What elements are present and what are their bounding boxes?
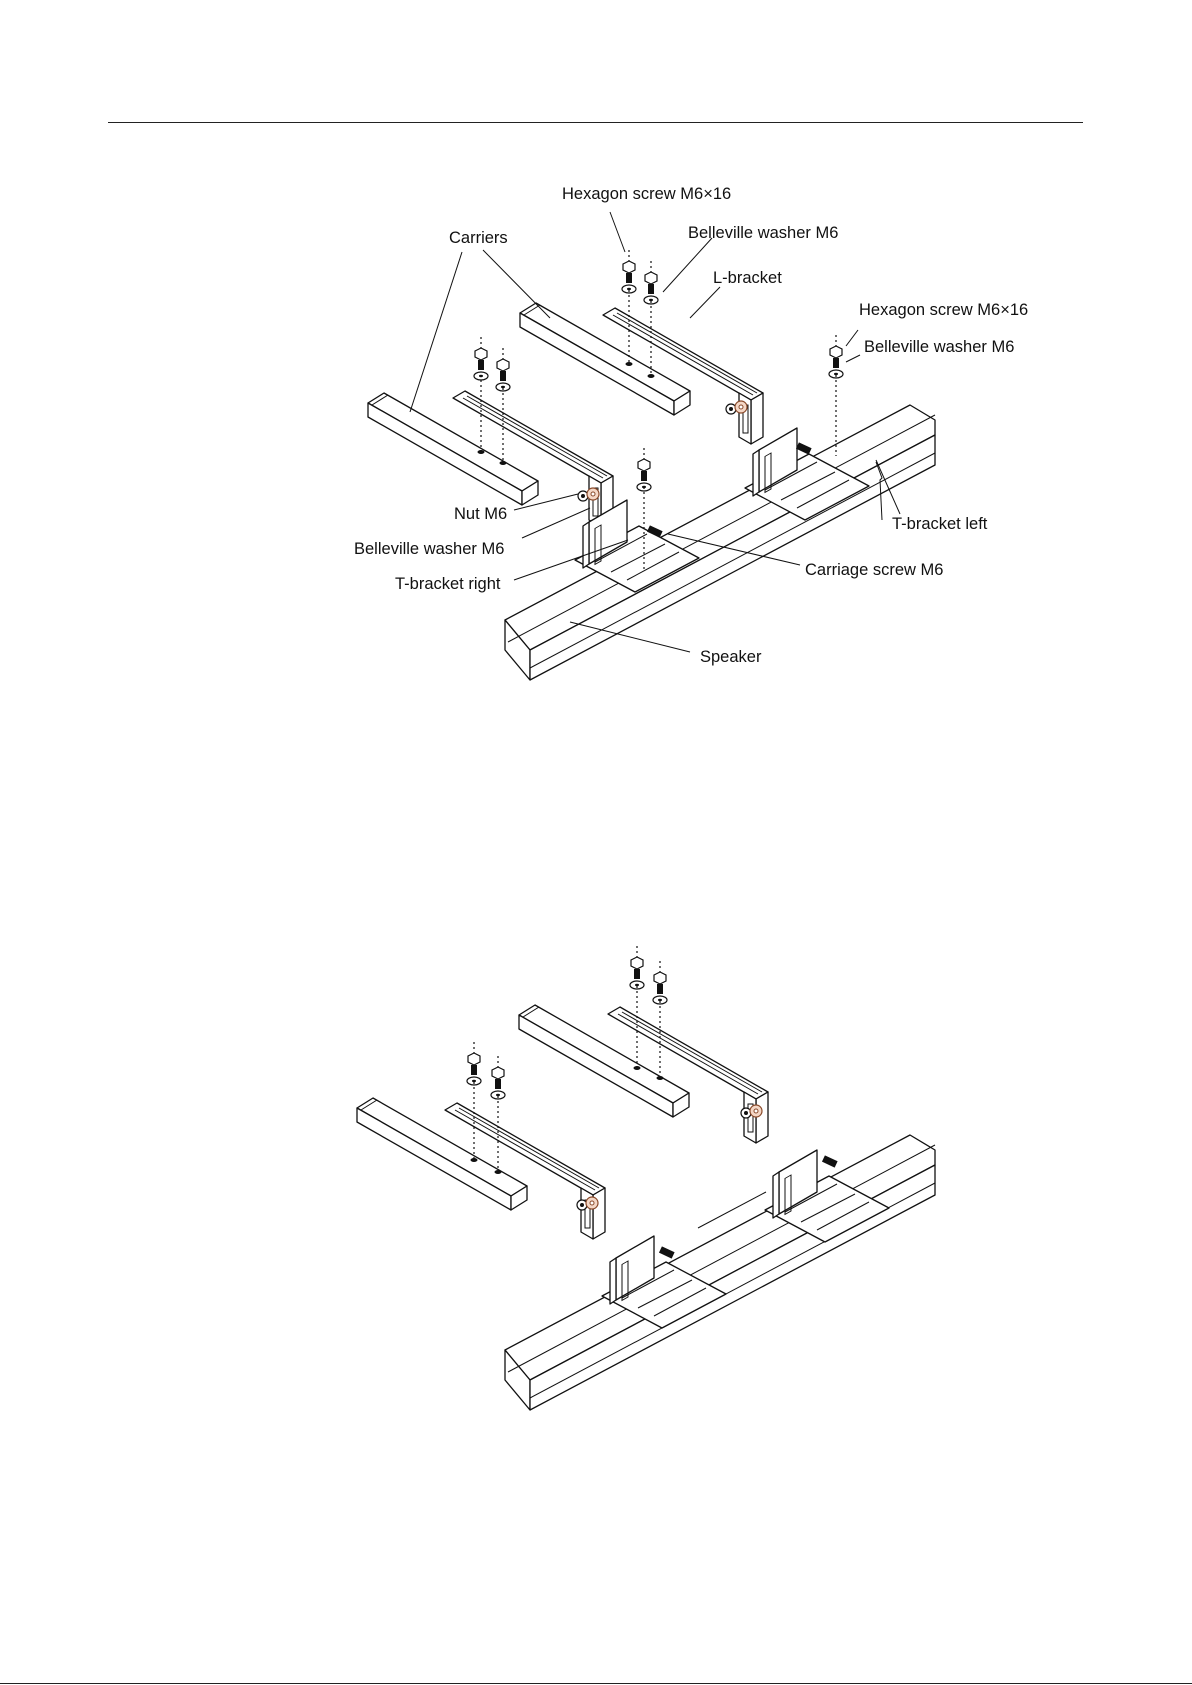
footer-rule (0, 1683, 1192, 1684)
label-l-bracket: L-bracket (713, 269, 782, 287)
carrier-right (520, 303, 690, 415)
label-washer-top: Belleville washer M6 (688, 224, 838, 242)
label-carriers: Carriers (449, 229, 508, 247)
carrier-right-assembled (519, 1005, 689, 1117)
carrier-left-assembled (357, 1098, 527, 1210)
carrier-left (368, 393, 538, 505)
assembled-diagram (357, 946, 935, 1410)
label-t-bracket-left: T-bracket left (892, 515, 988, 533)
label-t-bracket-right: T-bracket right (395, 575, 501, 593)
label-washer-left: Belleville washer M6 (354, 540, 504, 558)
exploded-diagram: Hexagon screw M6×16 Belleville washer M6… (354, 185, 1028, 680)
label-carriage-screw: Carriage screw M6 (805, 561, 943, 579)
label-nut: Nut M6 (454, 505, 507, 523)
speaker-body (505, 405, 935, 680)
label-speaker: Speaker (700, 648, 762, 666)
label-hex-screw-top: Hexagon screw M6×16 (562, 185, 731, 203)
label-hex-screw-right: Hexagon screw M6×16 (859, 301, 1028, 319)
label-washer-right: Belleville washer M6 (864, 338, 1014, 356)
nut-right (726, 401, 747, 414)
